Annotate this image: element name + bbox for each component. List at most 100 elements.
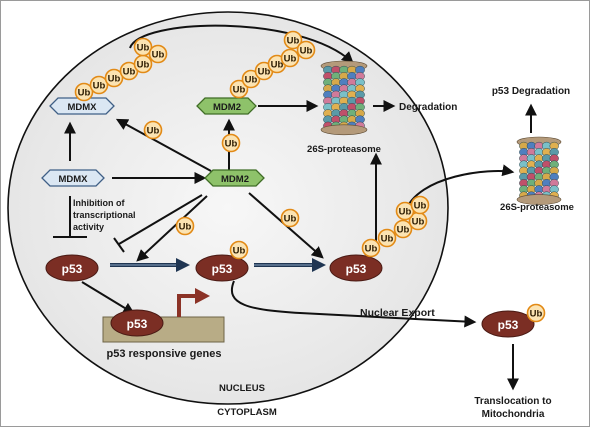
ubiquitin-label: Ub [93,80,106,91]
ubiquitin-icon: Ub [393,219,413,239]
ubiquitin-label: Ub [530,308,543,319]
ubiquitin-icon: Ub [296,40,316,60]
promoter-arrow-icon [177,294,197,317]
mdm2-top-label: MDM2 [213,102,241,113]
responsive-genes-label: p53 responsive genes [107,348,222,360]
mdmx-top-label: MDMX [67,102,97,113]
ubiquitin-label: Ub [271,59,284,70]
arrow-mdm2-to-p53-line [136,195,208,262]
inhibition-mdm2-p53 [118,194,203,245]
arrow-to-cytoplasmic-proteasome [404,164,515,213]
promoter-arrow-head [195,288,210,304]
ubiquitin-icon: Ub [361,238,381,258]
ubiquitin-label: Ub [147,125,160,136]
ubiquitin-label: Ub [233,245,246,256]
translocation-label-2: Mitochondria [482,409,545,420]
translocation-label-1: Translocation to [474,396,551,407]
ubiquitin-label: Ub [152,49,165,60]
navy-arrow-2-head [312,258,326,272]
proteasome-cap [516,194,562,205]
ubiquitin-icon: Ub [229,240,249,260]
ubiquitin-label: Ub [399,206,412,217]
ubiquitin-label: Ub [137,59,150,70]
inhibition-text-3: activity [73,222,104,232]
navy-arrows [110,258,326,272]
mdmx-node-mid [41,169,105,187]
ubiquitin-icon: Ub [148,44,168,64]
nuclear-export-label: Nuclear Export [360,307,435,319]
proteasome-icon [516,136,562,205]
nucleus-label: NUCLEUS [219,383,265,394]
ubiquitin-label: Ub [179,221,192,232]
ubiquitin-label: Ub [365,243,378,254]
ubiquitin-icon: Ub [74,82,94,102]
mdmx-mid-label: MDMX [58,174,88,185]
p53-node-ub [195,254,249,282]
ubiquitin-label: Ub [414,200,427,211]
arrow-p53-to-responsive-genes [81,281,136,315]
ubiquitin-label: Ub [287,35,300,46]
arrow-mdm2-to-mdmx-ub [115,118,212,172]
ubiquitin-label: Ub [381,233,394,244]
ubiquitin-label: Ub [78,87,91,98]
ubiquitin-icon: Ub [526,303,546,323]
p53-degradation-label: p53 Degradation [492,86,570,97]
proteasome-label-1: 26S-proteasome [307,144,381,155]
ubiquitin-label: Ub [225,138,238,149]
ubiquitin-icon: Ub [221,133,241,153]
ubiquitin-icon: Ub [89,75,109,95]
p53-left-label: p53 [62,262,83,276]
ubiquitin-label: Ub [397,224,410,235]
inhibition-text-1: Inhibition of [73,198,125,208]
ubiquitin-label: Ub [284,213,297,224]
arrow-nuclear-export [231,280,477,328]
ubiquitin-label: Ub [412,216,425,227]
ubiquitin-icon: Ub [104,68,124,88]
ubiquitin-label: Ub [258,66,271,77]
ubiquitin-icon: Ub [175,216,195,236]
ubiquitin-icon: Ub [410,195,430,215]
ubiquitin-label: Ub [284,53,297,64]
ubiquitin-label: Ub [123,66,136,77]
ubiquitin-icon: Ub [377,228,397,248]
ubiquitin-label: Ub [300,45,313,56]
ubiquitin-label: Ub [233,84,246,95]
p53-node-genes [110,309,164,337]
p53-node-cytoplasm [481,310,535,338]
ubiquitin-icon: Ub [143,120,163,140]
nucleus-membrane [7,11,449,405]
ubiquitin-icon: Ub [133,37,153,57]
mdm2-mid-label: MDM2 [221,174,249,185]
mdm2-node-top [196,97,257,115]
ubiquitin-icon: Ub [283,30,303,50]
proteasome-label-2: 26S-proteasome [500,202,574,213]
ubiquitin-icon: Ub [229,79,249,99]
degradation-label: Degradation [399,102,457,113]
ubiquitin-icon: Ub [133,54,153,74]
ubiquitin-icon: Ub [408,211,428,231]
ubiquitin-label: Ub [137,42,150,53]
p53-polyub-label: p53 [346,262,367,276]
inhibition-mdm2-bar [113,237,125,253]
ubiquitin-icon: Ub [280,48,300,68]
ubiquitin-label: Ub [108,73,121,84]
navy-arrow-1-head [176,258,190,272]
p53-ub-label: p53 [212,262,233,276]
p53-genes-label: p53 [127,317,148,331]
p53-cytoplasm-label: p53 [498,318,519,332]
inhibition-text-2: transcriptional [73,210,136,220]
p53-node-polyub [329,254,383,282]
proteasome-icon [320,60,368,136]
proteasome-cap [320,124,368,136]
cytoplasm-label: CYTOPLASM [217,407,277,418]
mdm2-node-mid [204,169,265,187]
mdmx-node-top [49,97,115,115]
arrow-mdmx-chain-to-proteasome [129,24,354,64]
arrows-layer [53,24,537,391]
ubiquitin-label: Ub [245,74,258,85]
p53-node-left [45,254,99,282]
ubiquitin-icon: Ub [280,208,300,228]
